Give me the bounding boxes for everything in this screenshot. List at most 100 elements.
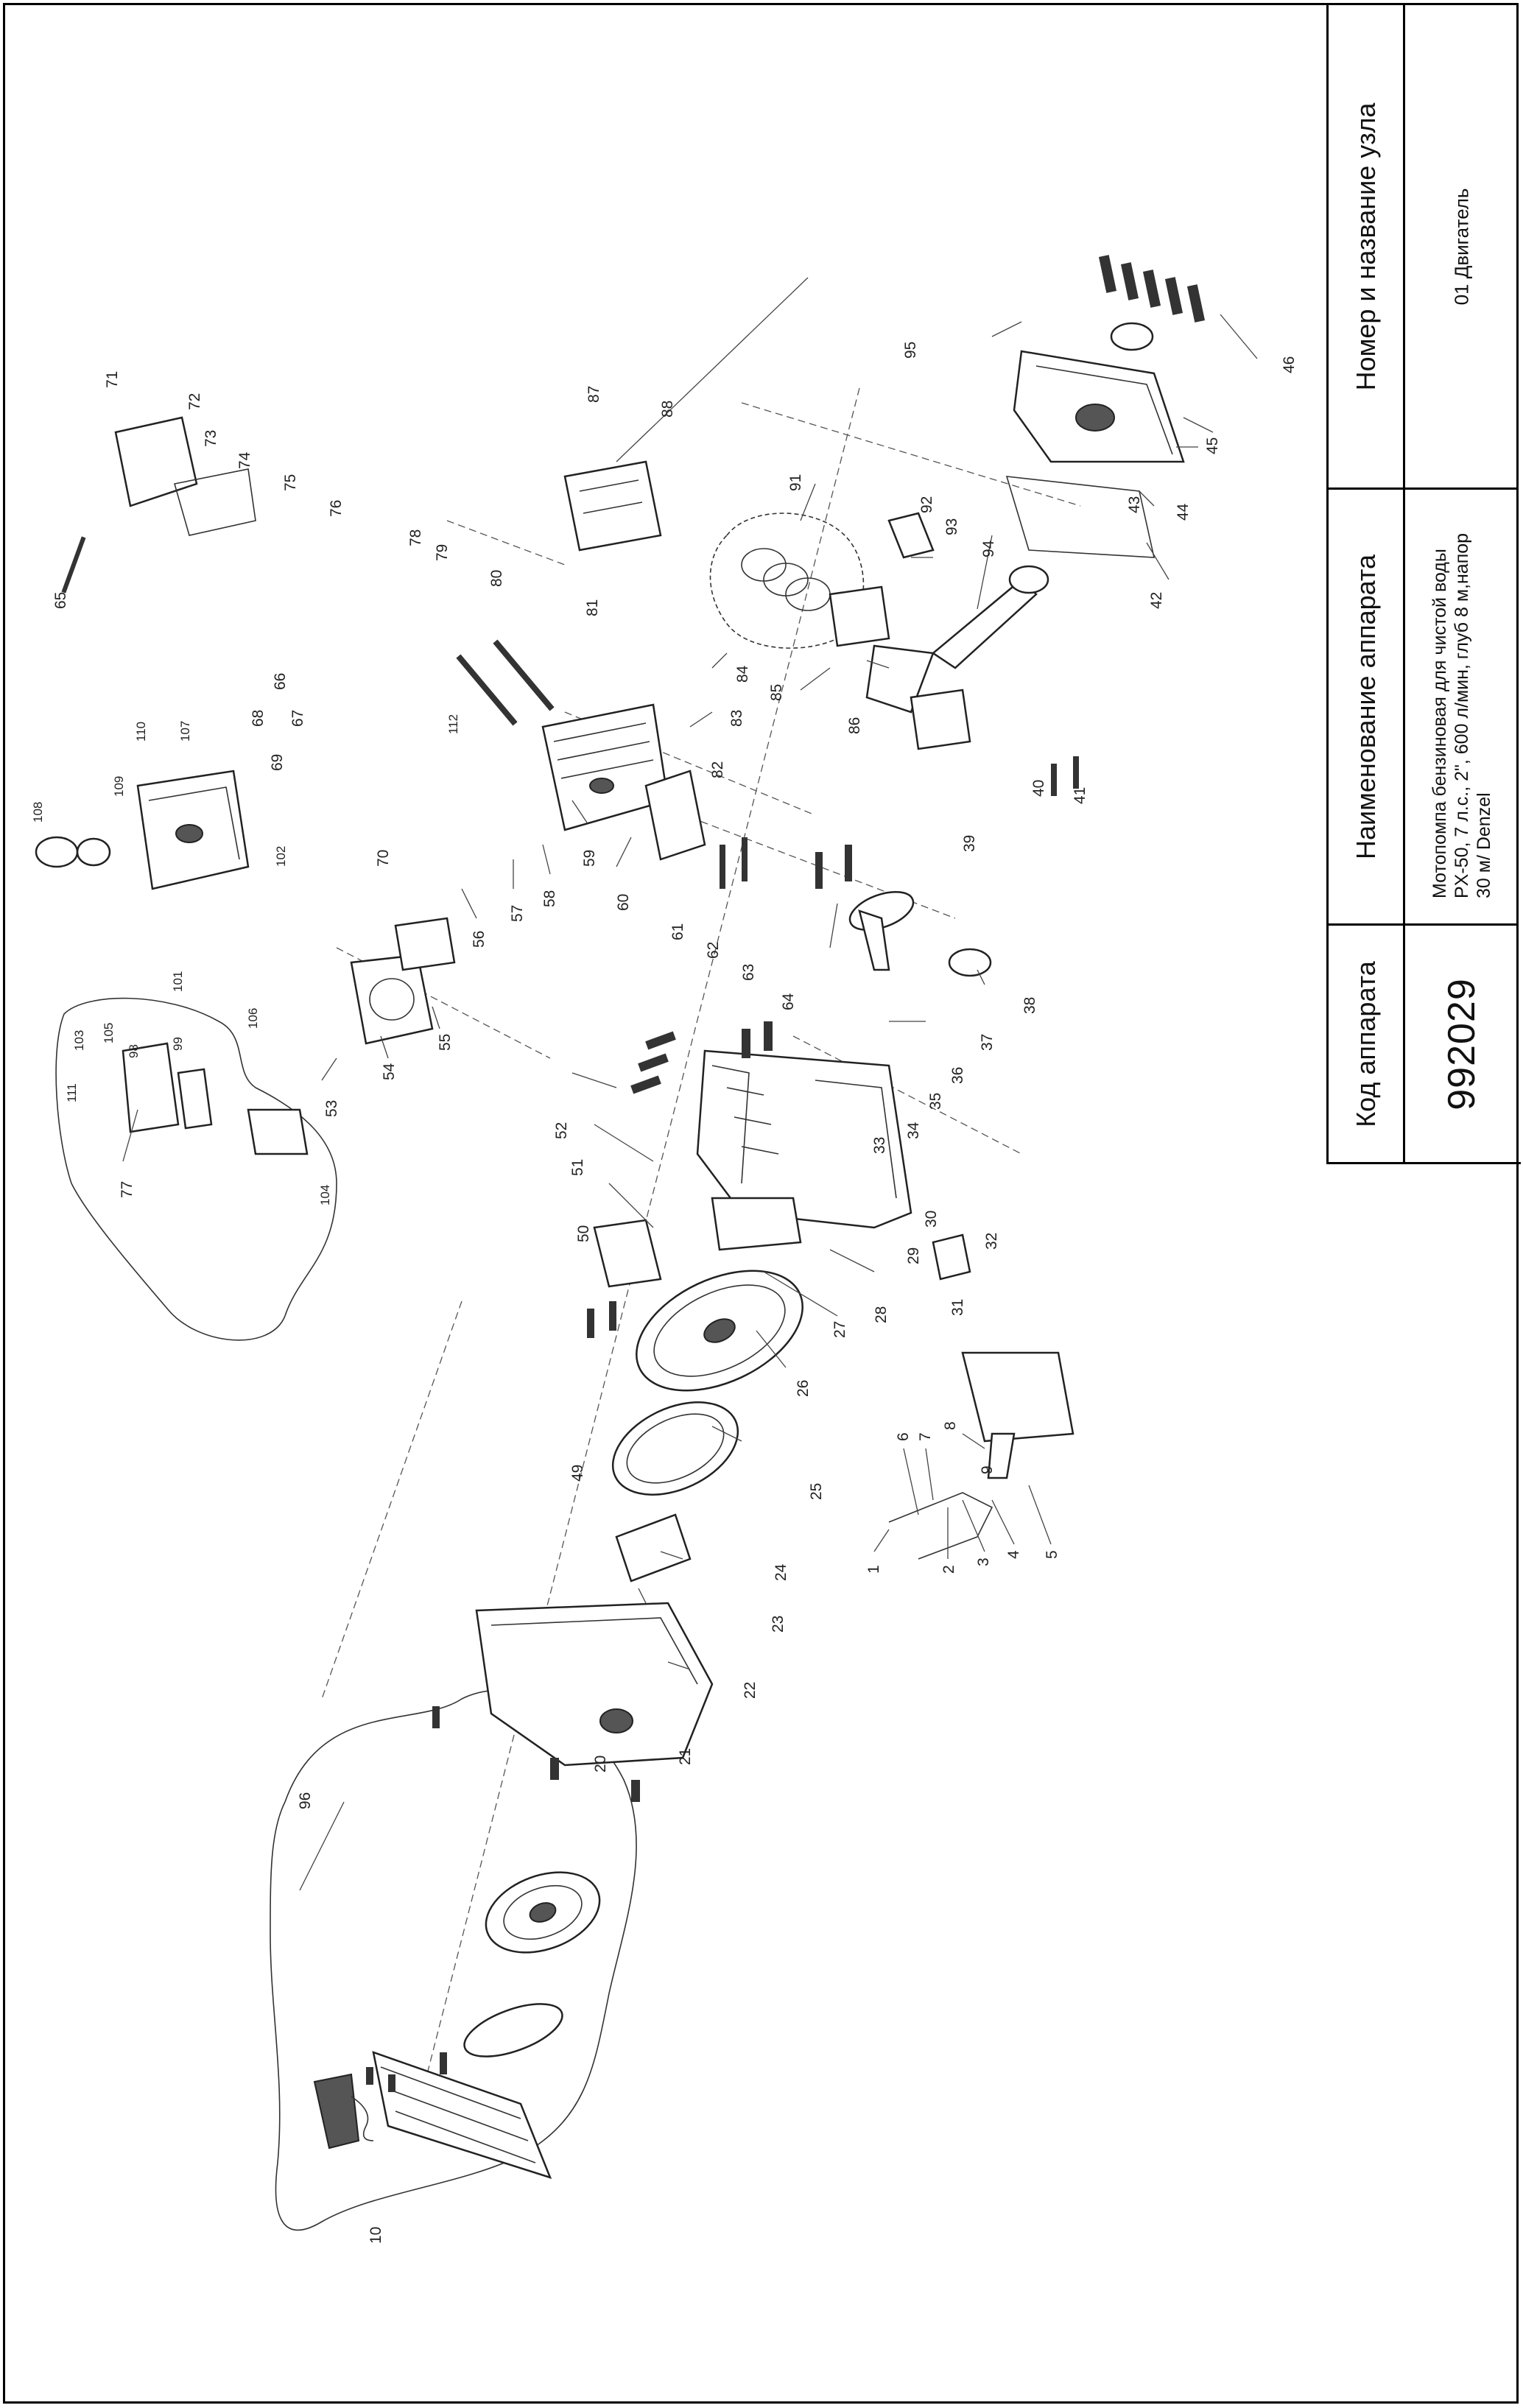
callout-87: 87	[585, 386, 602, 403]
callout-36: 36	[949, 1067, 966, 1084]
callout-34: 34	[905, 1122, 922, 1139]
callout-10: 10	[367, 2227, 384, 2244]
part-carburetor	[350, 917, 456, 1045]
name-header-cell: Наименование аппарата	[1329, 487, 1405, 923]
callout-5: 5	[1044, 1550, 1061, 1559]
callout-29: 29	[905, 1247, 922, 1264]
callout-71: 71	[104, 371, 121, 388]
callout-53: 53	[323, 1100, 340, 1117]
callout-49: 49	[569, 1465, 586, 1482]
callout-55: 55	[437, 1034, 454, 1051]
callout-94: 94	[980, 540, 997, 557]
callout-86: 86	[846, 717, 863, 734]
callout-67: 67	[289, 710, 306, 727]
callout-99: 99	[171, 1037, 185, 1051]
callout-60: 60	[615, 894, 632, 911]
callout-22: 22	[742, 1682, 759, 1699]
name-header: Наименование аппарата	[1350, 554, 1381, 859]
callout-63: 63	[740, 964, 757, 981]
callout-108: 108	[31, 802, 45, 823]
part-ignition-coil	[593, 1219, 971, 1288]
callout-33: 33	[871, 1137, 888, 1154]
group-outline-96	[270, 1689, 637, 2231]
callout-27: 27	[831, 1321, 848, 1338]
callout-62: 62	[705, 942, 722, 959]
callout-54: 54	[381, 1063, 398, 1080]
callout-92: 92	[918, 496, 935, 513]
callout-98: 98	[127, 1044, 141, 1058]
callout-4: 4	[1005, 1550, 1022, 1559]
callout-109: 109	[112, 776, 126, 797]
callout-96: 96	[297, 1792, 314, 1809]
code-value: 992029	[1441, 977, 1483, 1110]
callout-95: 95	[902, 342, 919, 359]
callout-72: 72	[186, 393, 203, 410]
callout-75: 75	[282, 474, 299, 491]
callout-8: 8	[942, 1421, 959, 1430]
part-camshaft	[848, 890, 992, 977]
callout-69: 69	[269, 754, 286, 771]
callout-23: 23	[770, 1616, 787, 1633]
callout-79: 79	[434, 544, 451, 561]
code-header-cell: Код аппарата	[1329, 923, 1405, 1162]
code-value-cell: 992029	[1405, 923, 1519, 1162]
callout-78: 78	[407, 529, 424, 546]
callout-41: 41	[1072, 787, 1088, 804]
callout-57: 57	[509, 905, 526, 922]
callout-46: 46	[1281, 356, 1298, 373]
callout-64: 64	[780, 993, 797, 1010]
code-header: Код аппарата	[1350, 960, 1381, 1127]
callout-52: 52	[553, 1122, 570, 1139]
callout-66: 66	[272, 673, 289, 690]
part-crankshaft	[865, 565, 1049, 750]
callout-58: 58	[541, 890, 558, 907]
callout-1: 1	[865, 1565, 882, 1574]
group-outline-77	[55, 997, 337, 1341]
callout-82: 82	[709, 761, 726, 778]
small-parts	[61, 255, 1206, 2092]
callout-50: 50	[575, 1225, 592, 1242]
callout-105: 105	[102, 1023, 116, 1043]
callout-30: 30	[923, 1211, 940, 1228]
part-recoil-starter	[313, 1871, 601, 2179]
callout-110: 110	[134, 722, 148, 742]
callout-21: 21	[677, 1748, 694, 1765]
part-cylinder-head	[541, 703, 706, 861]
callout-85: 85	[768, 684, 785, 701]
exploded-parts-diagram: 1 2 3 4 5 6 7 8 9 10 20 21 22 23 24 25 2…	[31, 255, 1298, 2244]
name-value: Мотопомпа бензиновая для чистой воды PX-…	[1429, 532, 1494, 898]
callout-37: 37	[979, 1034, 996, 1051]
callout-7: 7	[917, 1432, 934, 1441]
callout-101: 101	[171, 971, 185, 992]
callout-77: 77	[119, 1181, 136, 1198]
part-crankcase	[696, 1049, 912, 1251]
callout-38: 38	[1021, 997, 1038, 1014]
node-header: Номер и название узла	[1350, 102, 1381, 390]
node-value: 01 Двигатель	[1450, 188, 1473, 305]
part-gasket	[1005, 476, 1156, 558]
callout-102: 102	[274, 846, 288, 867]
part-valve-cover	[114, 416, 256, 536]
callout-44: 44	[1175, 503, 1192, 521]
part-muffler	[563, 460, 662, 552]
part-piston	[741, 512, 935, 647]
part-crankcase-cover	[1013, 322, 1185, 463]
callout-103: 103	[72, 1030, 86, 1051]
callout-56: 56	[471, 931, 488, 948]
callout-9: 9	[979, 1465, 996, 1474]
callout-70: 70	[375, 850, 392, 867]
callout-24: 24	[773, 1563, 789, 1581]
callout-6: 6	[895, 1432, 912, 1441]
callout-43: 43	[1126, 496, 1143, 513]
part-fan-cover	[475, 1602, 714, 1767]
callout-73: 73	[203, 430, 219, 447]
part-flywheel	[611, 1270, 803, 1583]
callout-106: 106	[246, 1008, 260, 1029]
callout-88: 88	[659, 401, 676, 418]
drawing-frame: 1 2 3 4 5 6 7 8 9 10 20 21 22 23 24 25 2…	[3, 3, 1521, 2404]
callout-68: 68	[250, 710, 267, 727]
callout-93: 93	[943, 518, 960, 535]
callout-32: 32	[983, 1233, 1000, 1250]
callout-labels: 1 2 3 4 5 6 7 8 9 10 20 21 22 23 24 25 2…	[31, 342, 1298, 2244]
callout-51: 51	[569, 1159, 586, 1176]
